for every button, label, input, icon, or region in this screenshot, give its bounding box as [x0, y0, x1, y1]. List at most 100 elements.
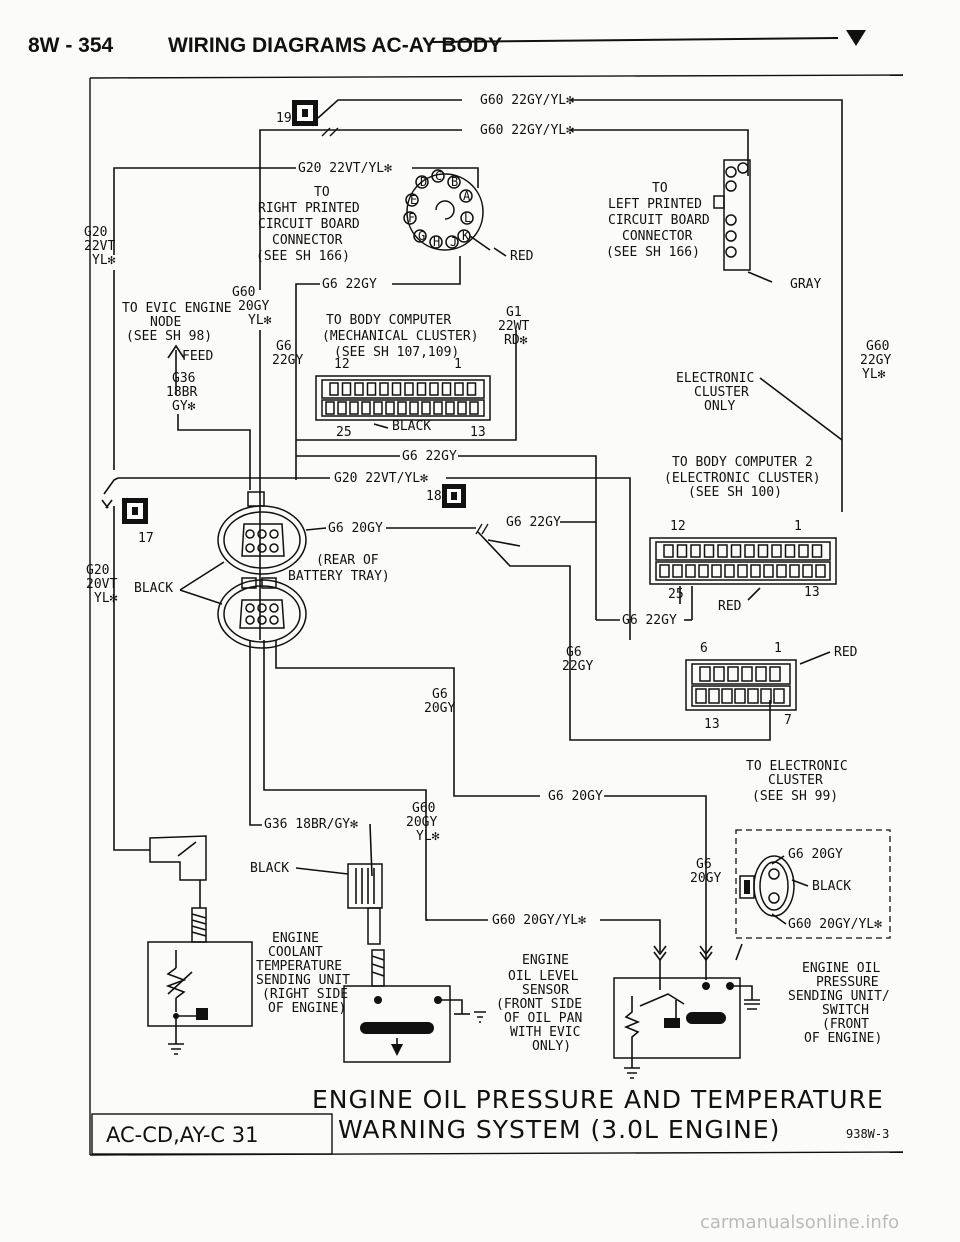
svg-text:YL✻: YL✻: [862, 367, 886, 382]
svg-text:(SEE SH 107,109): (SEE SH 107,109): [334, 345, 459, 360]
wire-label-black-1: BLACK: [134, 581, 173, 596]
wire-label-g6-22gy-mid: G6 22GY: [402, 449, 457, 464]
connector-pin: [454, 382, 464, 396]
connector-pin: [663, 544, 674, 558]
svg-text:20VT: 20VT: [86, 577, 117, 592]
wire-g60-1: [317, 99, 462, 119]
svg-text:CONNECTOR: CONNECTOR: [272, 233, 343, 248]
connector-pin: [690, 544, 701, 558]
svg-text:TO EVIC ENGINE: TO EVIC ENGINE: [122, 301, 232, 316]
connector-pin: [421, 401, 431, 415]
connector-pin: [708, 688, 720, 704]
body-computer-connector: 12 1 25 13 BLACK: [315, 357, 491, 440]
wire-label-g60-right: G60: [866, 339, 889, 354]
svg-text:(REAR OF: (REAR OF: [316, 553, 379, 568]
connector-pin: [717, 544, 728, 558]
svg-text:20GY: 20GY: [238, 299, 269, 314]
svg-text:18BR: 18BR: [166, 385, 197, 400]
connector-pin: [659, 564, 670, 578]
svg-text:CLUSTER: CLUSTER: [768, 773, 823, 788]
connector-pin: [391, 382, 402, 396]
svg-text:(FRONT: (FRONT: [822, 1017, 869, 1032]
watermark: carmanualsonline.info: [700, 1212, 900, 1233]
wire-label-g60-22gy-2: G60 22GY/YL✻: [480, 123, 574, 138]
connector-pin: [469, 401, 479, 415]
connector-pin: [724, 564, 735, 578]
svg-text:25: 25: [336, 425, 352, 440]
svg-text:F: F: [408, 211, 415, 225]
connector-pin: [445, 401, 455, 415]
connector-pin: [755, 666, 767, 682]
svg-text:CLUSTER: CLUSTER: [694, 385, 749, 400]
right-pcb-connector: D C B A E F L G H J K: [403, 169, 484, 251]
diagram-frame: [89, 74, 904, 1156]
wire-label-g6-20gy-r: G6: [696, 857, 712, 872]
connector-pin: [466, 382, 477, 396]
svg-text:PRESSURE: PRESSURE: [816, 975, 879, 990]
svg-text:OF ENGINE): OF ENGINE): [268, 1001, 346, 1016]
page-ref: AC-CD,AY-C 31: [106, 1123, 258, 1147]
connector-pin: [433, 401, 443, 415]
wire-label-g6-20gy-box: G6 20GY: [788, 847, 843, 862]
connector-pin: [741, 666, 753, 682]
svg-text:OF OIL PAN: OF OIL PAN: [504, 1011, 582, 1026]
svg-text:(ELECTRONIC CLUSTER): (ELECTRONIC CLUSTER): [664, 471, 821, 486]
svg-text:TEMPERATURE: TEMPERATURE: [256, 959, 342, 974]
svg-text:22GY: 22GY: [860, 353, 891, 368]
connector-pin: [329, 382, 339, 396]
wire-label-g20-bl: G20: [86, 563, 109, 578]
svg-text:TO: TO: [314, 185, 330, 200]
left-pcb-label: TO LEFT PRINTED CIRCUIT BOARD CONNECTOR …: [606, 181, 710, 260]
wire-label-g6-20gy-conn: G6 20GY: [328, 521, 383, 536]
coolant-temp-label: ENGINE COOLANT TEMPERATURE SENDING UNIT …: [256, 931, 350, 1016]
connector-pin: [737, 564, 748, 578]
svg-text:ONLY): ONLY): [532, 1039, 571, 1054]
connector-pin: [397, 401, 407, 415]
wire-label-black-2: BLACK: [250, 861, 289, 876]
wire-label-red-3: RED: [834, 645, 858, 660]
figure-code: 938W-3: [846, 1127, 889, 1141]
cluster-connector-small: 6 1 13 7: [685, 641, 797, 732]
wire-label-g60-22gy-1: G60 22GY/YL✻: [480, 93, 574, 108]
wire-label-g60-20gy-evic: G60: [232, 285, 255, 300]
wire-label-g1: G1: [506, 305, 522, 320]
oil-level-sensor-connector: [347, 863, 383, 945]
connector-pin: [727, 666, 739, 682]
svg-text:1: 1: [774, 641, 782, 656]
header-title: WIRING DIAGRAMS AC-AY BODY: [168, 34, 502, 57]
connector-pin: [349, 401, 359, 415]
wire-label-red-1: RED: [510, 249, 534, 264]
svg-text:ENGINE OIL: ENGINE OIL: [802, 961, 880, 976]
oil-level-label: ENGINE OIL LEVEL SENSOR (FRONT SIDE OF O…: [496, 953, 582, 1054]
svg-text:(FRONT SIDE: (FRONT SIDE: [496, 997, 582, 1012]
svg-text:12: 12: [334, 357, 350, 372]
wire-label-g6-20gy-c: G6: [432, 687, 448, 702]
svg-text:CIRCUIT BOARD: CIRCUIT BOARD: [608, 213, 710, 228]
connector-18: 18: [426, 484, 466, 508]
right-pcb-label: TO RIGHT PRINTED CIRCUIT BOARD CONNECTOR…: [256, 185, 360, 264]
svg-text:E: E: [410, 193, 417, 207]
connector-pin: [457, 401, 467, 415]
connector-pin: [441, 382, 452, 396]
connector-19: 19: [276, 100, 318, 126]
svg-text:OIL LEVEL: OIL LEVEL: [508, 969, 579, 984]
svg-text:1: 1: [794, 519, 802, 534]
body-computer-2-connector: 12 1 25 13: [649, 519, 837, 602]
connector-pin: [784, 544, 796, 558]
battery-tray-label: (REAR OF BATTERY TRAY): [288, 553, 390, 584]
wire-label-g6-22gy-c: G6: [566, 645, 582, 660]
wire-label-g60-20gy-box: G60 20GY/YL✻: [788, 917, 882, 932]
svg-text:YL✻: YL✻: [94, 591, 118, 606]
wire-label-g36-18br: G36 18BR/GY✻: [264, 817, 358, 832]
wire-label-g6-22gy-top: G6 22GY: [322, 277, 377, 292]
svg-text:13: 13: [704, 717, 720, 732]
connector-pin: [730, 544, 742, 558]
battery-tray-connector-upper: [217, 491, 307, 575]
electronic-cluster-only-label: ELECTRONIC CLUSTER ONLY: [676, 371, 754, 414]
evic-label: TO EVIC ENGINE NODE (SEE SH 98): [122, 301, 232, 344]
connector-pin: [703, 544, 715, 558]
svg-text:22VT: 22VT: [84, 239, 115, 254]
wire-label-g20-top: G20 22VT/YL✻: [298, 161, 392, 176]
svg-text:WITH EVIC: WITH EVIC: [510, 1025, 580, 1040]
connector-pin: [685, 564, 696, 578]
